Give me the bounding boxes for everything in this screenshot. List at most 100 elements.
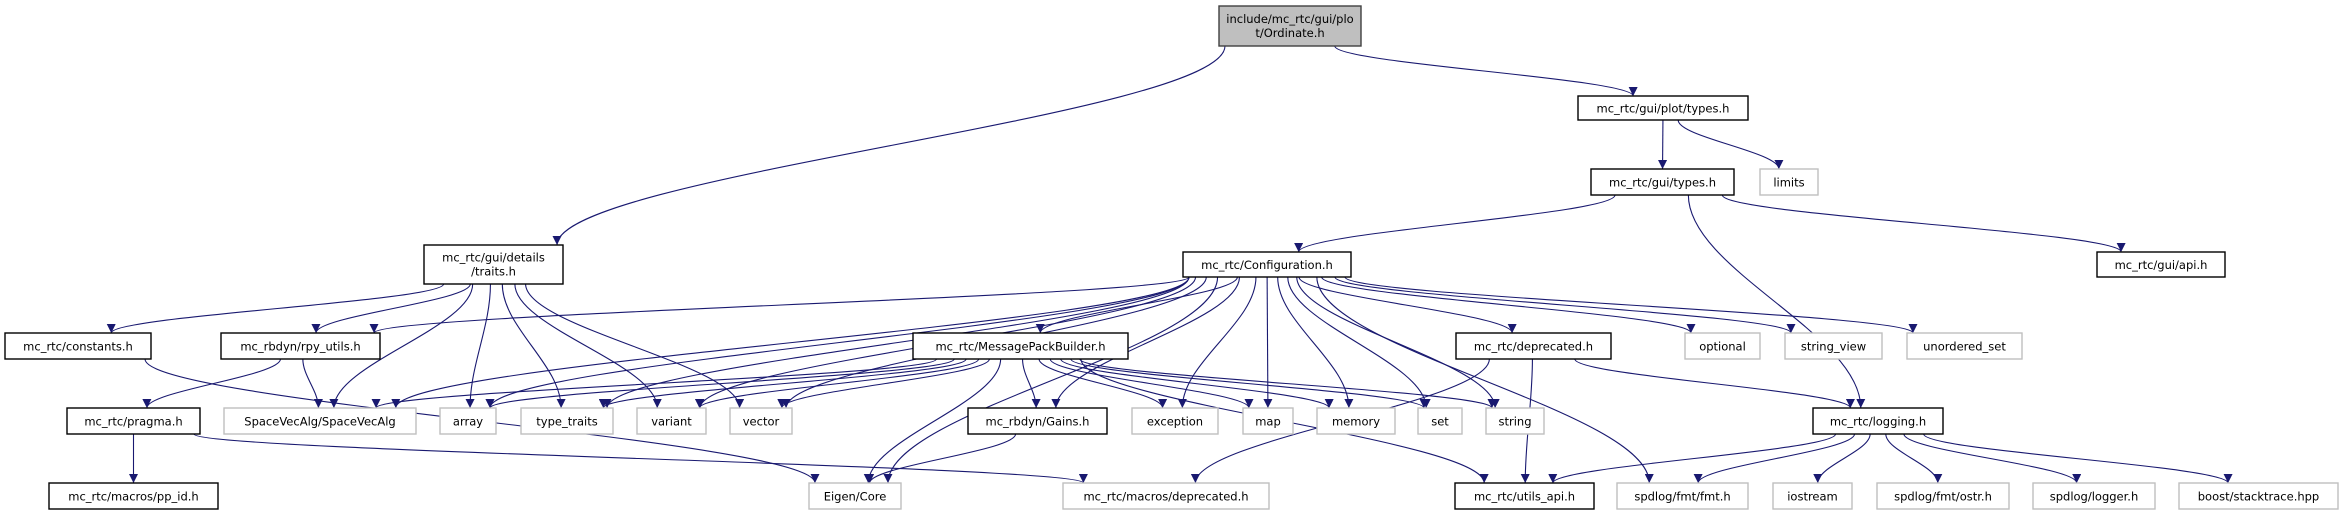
node-pragma[interactable]: mc_rtc/pragma.h: [66, 407, 201, 435]
node-box: [4, 332, 152, 360]
node-label: unordered_set: [1923, 340, 2006, 354]
edge-msgpack-to-variant: [695, 358, 980, 409]
edge-msgpack-to-gains: [1021, 358, 1041, 409]
edge-configuration-to-deprecated: [1298, 276, 1517, 334]
edge-plot_types-to-limits: [1677, 119, 1784, 170]
node-box: [220, 332, 381, 360]
node-exception: exception: [1131, 407, 1219, 435]
node-box: [967, 407, 1108, 435]
node-box: [1784, 332, 1883, 360]
node-constants[interactable]: mc_rtc/constants.h: [4, 332, 152, 360]
edge-ordinate-to-plot_types: [1334, 45, 1638, 97]
node-ostr: spdlog/fmt/ostr.h: [1876, 482, 2010, 510]
edge-configuration-to-eigen_core: [883, 276, 1219, 484]
edge-rpy_utils-to-spacevecalg: [302, 358, 323, 409]
edge-pragma-to-macros_deprecated: [193, 433, 1088, 484]
node-label: mc_rtc/logging.h: [1830, 415, 1926, 429]
node-box: [2032, 482, 2156, 510]
node-label: mc_rtc/gui/api.h: [2115, 258, 2208, 272]
node-configuration[interactable]: mc_rtc/Configuration.h: [1182, 251, 1352, 278]
edge-gui_types-to-logging: [1687, 194, 1866, 409]
edge-configuration-to-set: [1287, 276, 1431, 409]
node-box: [1577, 95, 1749, 121]
node-gui-types[interactable]: mc_rtc/gui/types.h: [1590, 168, 1735, 196]
node-box: [636, 407, 707, 435]
node-spacevecalg: SpaceVecAlg/SpaceVecAlg: [223, 407, 417, 435]
node-box: [1218, 5, 1362, 47]
edge-rpy_utils-to-pragma: [142, 358, 282, 409]
edge-traits-to-array: [465, 283, 491, 409]
node-label: mc_rtc/macros/pp_id.h: [68, 490, 198, 504]
edge-gui_types-to-gui_api: [1721, 194, 2126, 253]
edge-traits-to-rpy_utils: [311, 283, 471, 334]
node-box: [729, 407, 793, 435]
node-box: [1242, 407, 1294, 435]
node-label: iostream: [1787, 490, 1838, 504]
node-label: mc_rtc/pragma.h: [84, 415, 182, 429]
node-box: [66, 407, 201, 435]
edge-configuration-to-memory: [1277, 276, 1354, 409]
node-label: mc_rtc/deprecated.h: [1474, 340, 1593, 354]
edge-logging-to-stacktrace: [1923, 433, 2233, 484]
edge-deprecated-to-logging: [1574, 358, 1855, 409]
node-logger: spdlog/logger.h: [2032, 482, 2156, 510]
node-type-traits: type_traits: [520, 407, 614, 435]
edge-msgpack-to-memory: [1060, 358, 1334, 409]
edge-gui_types-to-configuration: [1294, 194, 1616, 253]
edge-logging-to-utils_api: [1548, 433, 1837, 484]
node-label: mc_rtc/MessagePackBuilder.h: [935, 340, 1105, 354]
edge-traits-to-variant: [514, 283, 662, 409]
node-box: [2096, 251, 2226, 278]
node-label: optional: [1699, 340, 1746, 354]
node-string-view: string_view: [1784, 332, 1883, 360]
node-label: spdlog/logger.h: [2050, 490, 2139, 504]
node-gui-api[interactable]: mc_rtc/gui/api.h: [2096, 251, 2226, 278]
node-logging[interactable]: mc_rtc/logging.h: [1812, 407, 1944, 435]
node-vector: vector: [729, 407, 793, 435]
node-label: limits: [1773, 176, 1804, 190]
edge-configuration-to-msgpack: [1035, 276, 1238, 334]
node-traits[interactable]: mc_rtc/gui/details/traits.h: [423, 244, 564, 285]
node-label: mc_rtc/gui/plot/types.h: [1597, 102, 1730, 116]
node-optional: optional: [1684, 332, 1761, 360]
edge-gains-to-eigen_core: [865, 433, 1017, 484]
node-pp-id[interactable]: mc_rtc/macros/pp_id.h: [48, 482, 219, 510]
node-box: [2178, 482, 2339, 510]
node-box: [1417, 407, 1463, 435]
node-variant: variant: [636, 407, 707, 435]
node-label: memory: [1332, 415, 1380, 429]
edge-configuration-to-exception: [1177, 276, 1257, 409]
node-label: mc_rbdyn/rpy_utils.h: [240, 340, 360, 354]
node-label: mc_rbdyn/Gains.h: [986, 415, 1090, 429]
node-label: mc_rtc/utils_api.h: [1474, 490, 1575, 504]
node-label: mc_rtc/gui/types.h: [1609, 176, 1716, 190]
node-box: [1485, 407, 1545, 435]
node-gains[interactable]: mc_rbdyn/Gains.h: [967, 407, 1108, 435]
edge-msgpack-to-exception: [1038, 358, 1168, 409]
node-eigen-core: Eigen/Core: [808, 482, 902, 510]
edge-configuration-to-map: [1263, 276, 1273, 409]
node-box: [912, 332, 1129, 360]
edge-msgpack-to-type_traits: [598, 358, 967, 409]
node-plot-types[interactable]: mc_rtc/gui/plot/types.h: [1577, 95, 1749, 121]
node-rpy-utils[interactable]: mc_rbdyn/rpy_utils.h: [220, 332, 381, 360]
node-msgpack[interactable]: mc_rtc/MessagePackBuilder.h: [912, 332, 1129, 360]
edge-configuration-to-fmt: [1316, 276, 1654, 484]
node-deprecated[interactable]: mc_rtc/deprecated.h: [1455, 332, 1612, 360]
node-box: [1590, 168, 1735, 196]
node-label: map: [1255, 415, 1281, 429]
node-label: mc_rtc/gui/details/traits.h: [442, 250, 545, 278]
node-box: [1759, 168, 1819, 196]
node-box: [1812, 407, 1944, 435]
node-stacktrace: boost/stacktrace.hpp: [2178, 482, 2339, 510]
node-utils-api[interactable]: mc_rtc/utils_api.h: [1454, 482, 1595, 510]
node-box: [423, 244, 564, 285]
node-box: [1876, 482, 2010, 510]
edge-configuration-to-unordered_set: [1344, 276, 1918, 334]
node-label: type_traits: [536, 415, 597, 429]
node-label: exception: [1147, 415, 1203, 429]
